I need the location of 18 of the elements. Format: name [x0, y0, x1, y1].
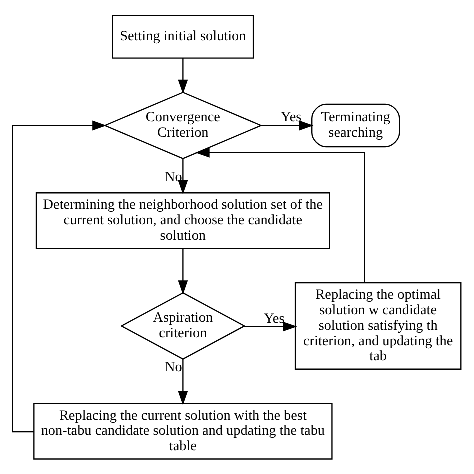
arrow — [178, 58, 188, 94]
node-box: Replacing the optimal solution w candidate solution satisfying th criterion, and updating the tab — [294, 282, 462, 370]
arrow — [12, 120, 107, 432]
node-box: Replacing the current solution with the best non-tabu candidate solution and updating the tabu table — [34, 402, 333, 460]
edge-label: No — [165, 168, 182, 185]
node-box: Setting initial solution — [112, 14, 254, 58]
edge-label: Yes — [281, 109, 302, 126]
node-box: Determining the neighborhood solution set of the current solution, and choose the candidate solution — [36, 192, 330, 249]
node-diamond: Aspiration criterion — [120, 292, 246, 360]
arrow — [178, 158, 188, 194]
arrow — [244, 321, 298, 332]
edge-label: Yes — [264, 310, 285, 326]
arrow — [178, 359, 188, 405]
arrow — [261, 120, 314, 130]
node-box: Terminating searching — [312, 103, 400, 148]
arrow — [178, 248, 188, 294]
arrow — [196, 147, 366, 282]
edge-label: No — [165, 359, 182, 376]
